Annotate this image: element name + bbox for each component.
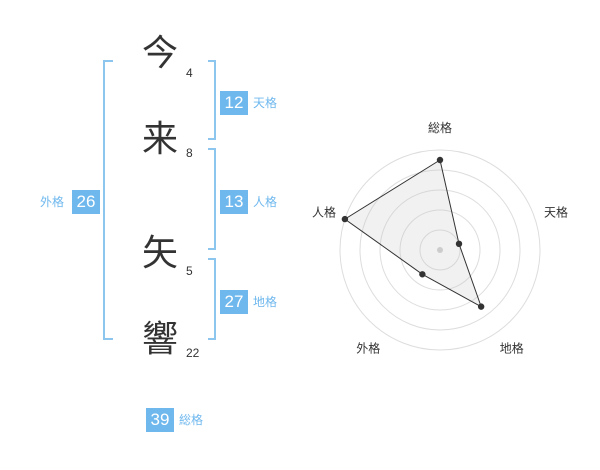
radar-series-area — [343, 159, 483, 308]
radar-grid-ring-2 — [399, 209, 481, 291]
soukaku-label: 総格 — [179, 413, 204, 427]
radar-point-3 — [477, 303, 485, 310]
radar-point-4 — [419, 271, 426, 278]
name-char-4: 響 — [141, 319, 178, 360]
radar-center-point — [437, 247, 443, 253]
radar-point-5 — [341, 215, 349, 223]
name-char-1: 今 — [141, 33, 178, 74]
name-char-3: 矢 — [141, 233, 178, 274]
radar-point-2 — [455, 240, 463, 248]
radar-grid-ring-1 — [419, 229, 461, 271]
jinkaku-value: 13 — [220, 190, 248, 214]
radar-axis-label-5: 人格 — [312, 204, 336, 219]
chikaku-label: 地格 — [253, 295, 278, 309]
radar-axis-label-1: 総格 — [428, 120, 452, 135]
jinkaku-label: 人格 — [253, 195, 278, 209]
radar-grid-ring-3 — [379, 189, 501, 311]
radar-grid-ring-5 — [339, 149, 541, 351]
name-char-2: 来 — [141, 119, 178, 160]
soukaku-value: 39 — [146, 408, 174, 432]
radar-axis-label-2: 天格 — [544, 204, 568, 219]
chikaku-value: 27 — [220, 290, 248, 314]
radar-axis-label-3: 地格 — [500, 341, 524, 356]
gaikaku-bracket — [103, 60, 113, 340]
tenkaku-value: 12 — [220, 91, 248, 115]
jinkaku-bracket — [208, 148, 216, 250]
stroke-count-3: 5 — [186, 264, 193, 278]
gaikaku-value: 26 — [72, 190, 100, 214]
radar-grid-ring-4 — [359, 169, 521, 331]
tenkaku-label: 天格 — [253, 96, 278, 110]
tenkaku-bracket — [208, 60, 216, 140]
stroke-count-1: 4 — [186, 66, 193, 80]
stroke-count-2: 8 — [186, 146, 193, 160]
stroke-count-4: 22 — [186, 346, 200, 360]
gaikaku-label: 外格 — [40, 195, 65, 209]
radar-axis-label-4: 外格 — [356, 341, 380, 356]
chikaku-bracket — [208, 258, 216, 340]
radar-point-1 — [436, 156, 444, 164]
